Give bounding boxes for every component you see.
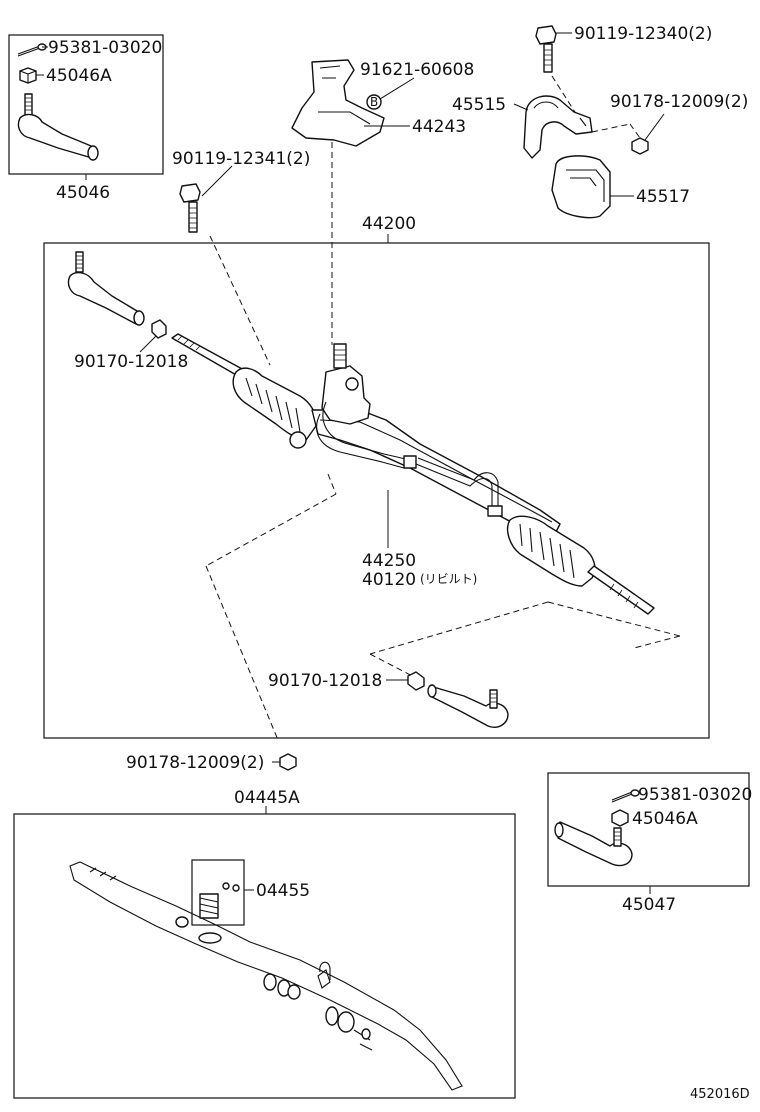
label-tie-rod-end-right: 45047: [622, 895, 676, 915]
label-bolt-left: 90119-12341(2): [172, 149, 310, 169]
label-cotter-pin-right: 95381-03020: [638, 785, 752, 805]
lock-nut-right-icon: [407, 671, 425, 691]
bushing-icon: [551, 155, 611, 219]
label-heat-shield: 44243: [412, 117, 466, 137]
nut-top-icon: [631, 137, 649, 155]
diagram-code: 452016D: [690, 1087, 750, 1102]
nut-icon: [19, 67, 37, 84]
label-nut-left: 45046A: [46, 66, 112, 86]
cotter-pin-icon: [17, 43, 47, 57]
nut-right-icon: [611, 809, 629, 827]
label-rebuilt-gear: 40120: [362, 570, 416, 590]
tie-rod-end-right-icon: [554, 821, 633, 867]
cotter-pin-right-icon: [611, 789, 640, 803]
label-gear-assembly: 44200: [362, 214, 416, 234]
label-marker-b: B: [370, 95, 378, 109]
seal-ring-icon: [175, 916, 371, 1040]
box-gear-assembly: [43, 242, 710, 739]
tie-rod-end-left-icon: [17, 93, 99, 161]
box-seal-kit: [191, 859, 245, 926]
tie-rod-end-inner-right-icon: [427, 684, 509, 728]
label-rebuilt-note: (リビルト): [420, 572, 477, 586]
label-insulator: 91621-60608: [360, 60, 474, 80]
spring-icon: [199, 882, 240, 919]
label-bolt-top: 90119-12340(2): [574, 24, 712, 44]
box-gasket-kit: [13, 813, 516, 1099]
bolt-top-icon: [535, 25, 557, 73]
lock-nut-left-icon: [151, 319, 167, 339]
nut-bottom-icon: [279, 753, 297, 771]
label-lock-nut-right: 90170-12018: [268, 671, 382, 691]
label-bracket: 45515: [452, 95, 506, 115]
label-rack-housing: 44250: [362, 551, 416, 571]
bracket-icon: [523, 95, 593, 159]
label-cotter-pin-left: 95381-03020: [48, 38, 162, 58]
marker-b-icon: [366, 94, 382, 110]
label-tie-rod-end-left: 45046: [56, 183, 110, 203]
tie-rod-end-inner-left-icon: [67, 251, 145, 326]
bolt-left-icon: [179, 183, 201, 233]
box-tie-rod-end-right: [547, 772, 750, 887]
label-gasket-kit: 04445A: [234, 788, 300, 808]
label-seal-kit: 04455: [256, 881, 310, 901]
heat-shield-icon: [291, 59, 385, 147]
label-nut-bottom: 90178-12009(2): [126, 753, 264, 773]
label-nut-right: 45046A: [632, 809, 698, 829]
label-lock-nut-left: 90170-12018: [74, 352, 188, 372]
rack-housing-outline-icon: [69, 861, 463, 1091]
label-bushing: 45517: [636, 187, 690, 207]
label-nut-top: 90178-12009(2): [610, 92, 748, 112]
steering-rack-icon: [171, 333, 655, 615]
